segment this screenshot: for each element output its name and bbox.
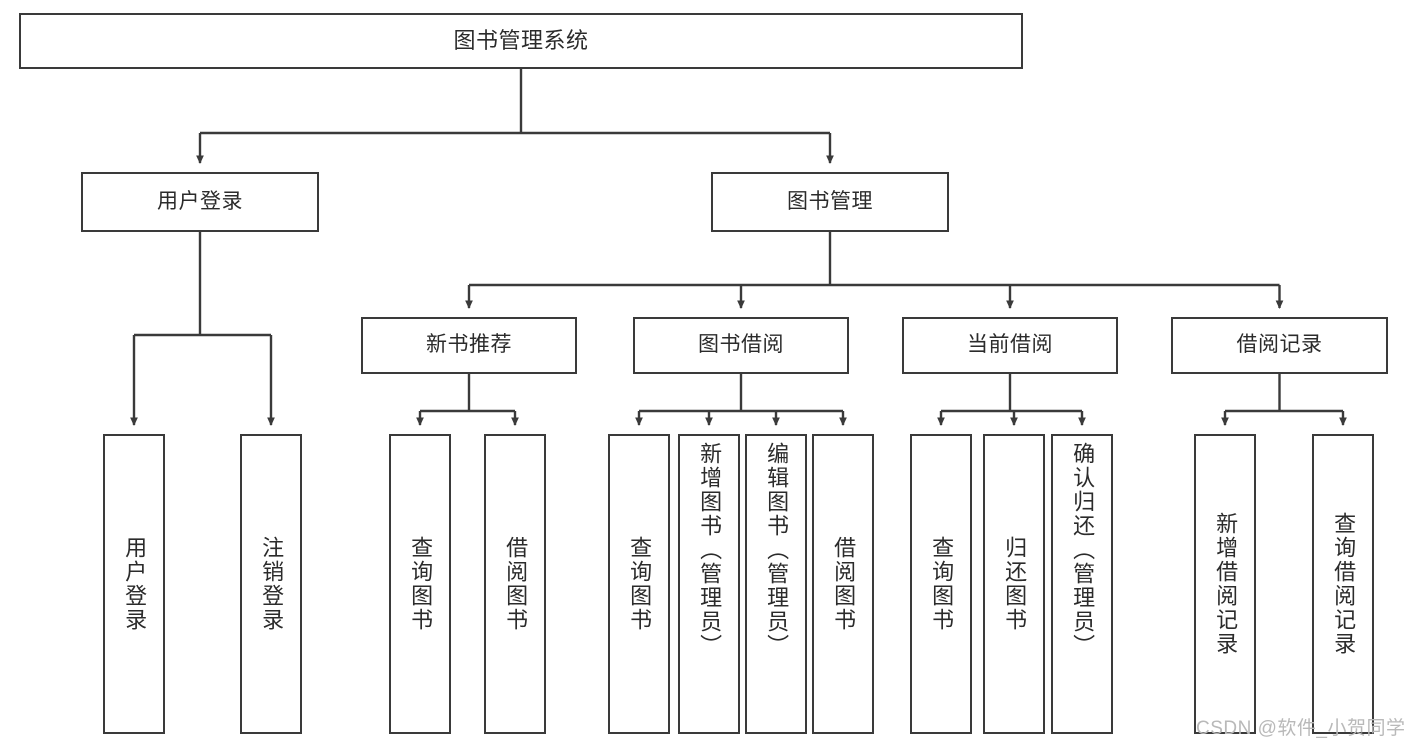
node-label-leaf-borrow-query-book: 查询图书 [627,536,653,632]
node-label-leaf-rec-query-record: 查询借阅记录 [1331,512,1357,656]
node-leaf-cur-confirm-return[interactable]: 确认归还（管理员） [1051,434,1113,734]
node-label-book-borrow: 图书借阅 [698,333,784,357]
node-label-current-borrow: 当前借阅 [967,333,1053,357]
node-leaf-rec-query-record[interactable]: 查询借阅记录 [1312,434,1374,734]
node-user-login[interactable]: 用户登录 [81,172,319,232]
node-label-leaf-rec-add-record: 新增借阅记录 [1213,512,1239,656]
node-leaf-cur-query-book[interactable]: 查询图书 [910,434,972,734]
node-leaf-logout[interactable]: 注销登录 [240,434,302,734]
node-label-leaf-cur-confirm-return: 确认归还（管理员） [1070,442,1096,658]
node-book-borrow[interactable]: 图书借阅 [633,317,849,374]
node-new-book-rec[interactable]: 新书推荐 [361,317,577,374]
node-book-manage[interactable]: 图书管理 [711,172,949,232]
node-leaf-user-login[interactable]: 用户登录 [103,434,165,734]
node-leaf-rec-query-book[interactable]: 查询图书 [389,434,451,734]
node-label-leaf-borrow-add-book: 新增图书（管理员） [697,442,723,658]
node-label-leaf-rec-borrow-book: 借阅图书 [503,536,529,632]
csdn-watermark: CSDN @软件_小贺同学 [1196,718,1405,739]
node-leaf-borrow-borrow-book[interactable]: 借阅图书 [812,434,874,734]
node-label-borrow-record: 借阅记录 [1236,333,1323,357]
node-leaf-borrow-add-book[interactable]: 新增图书（管理员） [678,434,740,734]
node-label-leaf-logout: 注销登录 [259,536,285,632]
node-leaf-rec-borrow-book[interactable]: 借阅图书 [484,434,546,734]
node-leaf-cur-return-book[interactable]: 归还图书 [983,434,1045,734]
node-label-leaf-cur-return-book: 归还图书 [1002,536,1028,632]
node-label-user-login: 用户登录 [157,189,243,213]
node-label-new-book-rec: 新书推荐 [426,333,512,357]
node-leaf-borrow-query-book[interactable]: 查询图书 [608,434,670,734]
node-label-leaf-borrow-edit-book: 编辑图书（管理员） [764,442,790,658]
node-label-leaf-rec-query-book: 查询图书 [408,536,434,632]
node-borrow-record[interactable]: 借阅记录 [1171,317,1388,374]
node-root[interactable]: 图书管理系统 [19,13,1023,69]
node-leaf-borrow-edit-book[interactable]: 编辑图书（管理员） [745,434,807,734]
node-label-book-manage: 图书管理 [787,189,873,213]
node-label-root: 图书管理系统 [453,28,589,54]
node-label-leaf-cur-query-book: 查询图书 [929,536,955,632]
node-label-leaf-user-login: 用户登录 [122,536,148,632]
node-leaf-rec-add-record[interactable]: 新增借阅记录 [1194,434,1256,734]
node-label-leaf-borrow-borrow-book: 借阅图书 [831,536,857,632]
node-current-borrow[interactable]: 当前借阅 [902,317,1118,374]
